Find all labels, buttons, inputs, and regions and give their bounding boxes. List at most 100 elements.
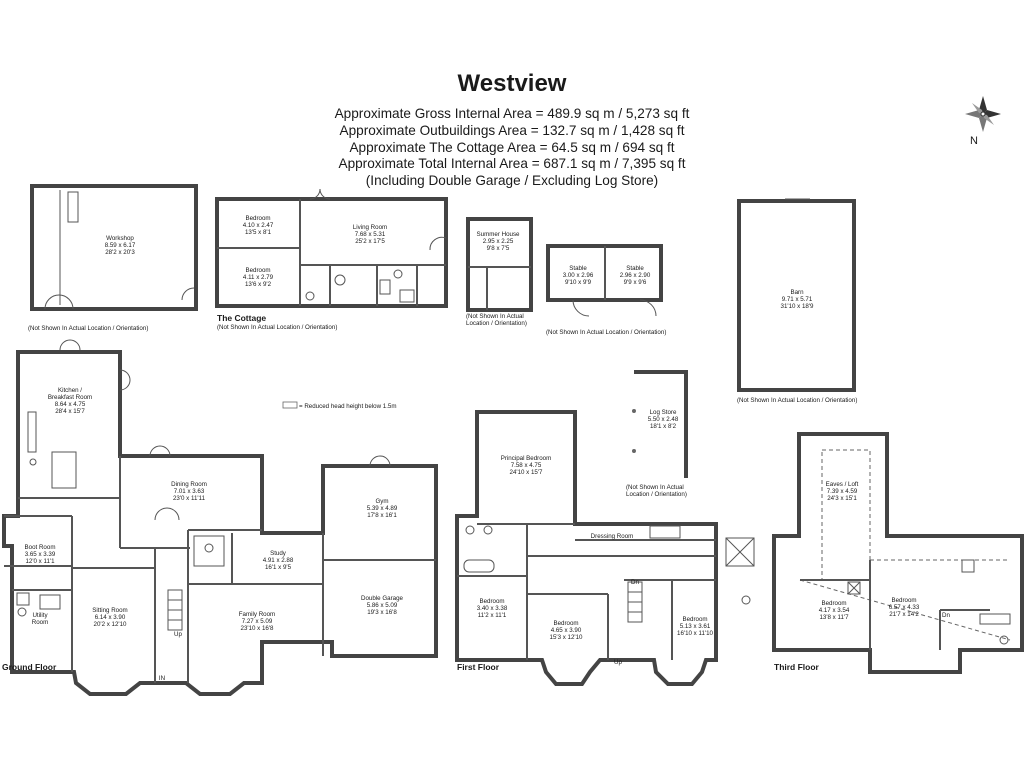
room-size-metric: 4.17 x 3.54: [819, 607, 850, 614]
room-name: Kitchen /: [58, 387, 82, 394]
room-size-imperial: 9'9 x 9'6: [624, 279, 647, 286]
page-title: Westview: [457, 70, 567, 97]
room-size-metric: 5.50 x 2.48: [648, 416, 679, 423]
room-size-imperial: 16'1 x 9'5: [265, 564, 292, 571]
room-name: Bedroom: [245, 215, 270, 222]
room-name: Principal Bedroom: [501, 455, 552, 462]
room-name: Bedroom: [891, 597, 916, 604]
area-line-cottage: Approximate The Cottage Area = 64.5 sq m…: [349, 139, 675, 155]
room-size-metric: 4.65 x 3.90: [551, 627, 582, 634]
room-size-imperial: 9'10 x 9'9: [565, 279, 592, 286]
compass-rose-icon: [965, 96, 1001, 132]
not-shown-note: (Not Shown In Actual: [466, 313, 524, 320]
room-name: Bedroom: [682, 616, 707, 623]
room-size-metric: 7.01 x 3.63: [174, 488, 205, 495]
entrance-label: IN: [159, 675, 165, 682]
room-size-imperial: 19'3 x 16'8: [367, 609, 397, 616]
first-floor-plan: Principal Bedroom 7.58 x 4.75 24'10 x 15…: [455, 410, 755, 686]
room-size-imperial: 24'10 x 15'7: [510, 469, 544, 476]
room-name: Stable: [569, 265, 587, 272]
reduced-head-height-legend-icon: [282, 401, 298, 409]
room-size-imperial: 21'7 x 14'2: [889, 611, 919, 618]
room-name: Workshop: [106, 235, 134, 242]
not-shown-note: (Not Shown In Actual Location / Orientat…: [546, 329, 666, 336]
room-size-metric: 6.14 x 3.90: [95, 614, 126, 621]
room-name: Dining Room: [171, 481, 207, 488]
room-name: Double Garage: [361, 595, 404, 602]
room-name: Bedroom: [553, 620, 578, 627]
room-size-metric: 6.57 x 4.33: [889, 604, 920, 611]
room-size-imperial: 18'1 x 8'2: [650, 423, 677, 430]
room-size-imperial: 13'6 x 9'2: [245, 281, 272, 288]
not-shown-note: (Not Shown In Actual Location / Orientat…: [217, 324, 337, 331]
room-size-metric: 3.65 x 3.39: [25, 551, 56, 558]
room-size-metric: 8.59 x 6.17: [105, 242, 136, 249]
room-size-imperial: 28'4 x 15'7: [55, 408, 85, 415]
room-size-imperial: 16'10 x 11'10: [677, 630, 714, 637]
workshop-plan: Workshop 8.59 x 6.17 28'2 x 20'3 (Not Sh…: [28, 184, 198, 332]
room-size-imperial: 11'2 x 11'1: [478, 612, 507, 619]
room-size-metric: 9.71 x 5.71: [782, 296, 813, 303]
room-size-imperial: 23'10 x 16'8: [241, 625, 275, 632]
room-size-imperial: 23'0 x 11'11: [173, 495, 206, 502]
ground-floor-plan: Kitchen / Breakfast Room 8.64 x 4.75 28'…: [2, 339, 438, 696]
cottage-plan: Bedroom 4.10 x 2.47 13'5 x 8'1 Bedroom 4…: [215, 188, 448, 331]
summer-house-plan: Summer House 2.95 x 2.25 9'8 x 7'5 (Not …: [466, 217, 533, 327]
room-size-imperial: 28'2 x 20'3: [105, 249, 135, 256]
room-name: Bedroom: [245, 267, 270, 274]
legend-note: = Reduced head height below 1.5m: [299, 403, 397, 410]
room-size-metric: 7.58 x 4.75: [511, 462, 542, 469]
room-name: Dressing Room: [591, 533, 634, 540]
room-size-imperial: 25'2 x 17'5: [355, 238, 385, 245]
room-size-metric: 7.27 x 5.09: [242, 618, 273, 625]
not-shown-note: Location / Orientation): [466, 320, 527, 327]
room-size-imperial: 20'2 x 12'10: [94, 621, 128, 628]
room-name: Sitting Room: [92, 607, 127, 614]
room-name: Study: [270, 550, 287, 557]
stair-up-label: Up: [614, 659, 622, 666]
room-size-imperial: 17'8 x 16'1: [367, 512, 397, 519]
room-size-imperial: 13'8 x 11'7: [819, 614, 849, 621]
room-name: Bedroom: [479, 598, 504, 605]
stair-down-label: Dn: [631, 579, 639, 586]
third-floor-plan: Eaves / Loft 7.39 x 4.59 24'3 x 15'1 Bed…: [772, 432, 1024, 674]
room-size-metric: 2.95 x 2.25: [483, 238, 514, 245]
stables-plan: Stable 3.00 x 2.96 9'10 x 9'9 Stable 2.9…: [546, 244, 666, 336]
area-line-gross: Approximate Gross Internal Area = 489.9 …: [334, 106, 690, 121]
not-shown-note: (Not Shown In Actual: [626, 484, 684, 491]
compass-north-label: N: [970, 135, 978, 147]
stair-down-label: Dn: [942, 612, 950, 619]
not-shown-note: (Not Shown In Actual Location / Orientat…: [28, 325, 148, 332]
room-name: Bedroom: [821, 600, 846, 607]
room-size-metric: 7.68 x 5.31: [355, 231, 386, 238]
room-size-imperial: 24'3 x 15'1: [827, 495, 857, 502]
area-line-total: Approximate Total Internal Area = 687.1 …: [338, 156, 686, 172]
not-shown-note: (Not Shown In Actual Location / Orientat…: [737, 397, 857, 404]
room-name: Gym: [375, 498, 388, 505]
room-name: Summer House: [477, 231, 521, 238]
not-shown-note: Location / Orientation): [626, 491, 687, 498]
room-size-metric: 8.64 x 4.75: [55, 401, 86, 408]
room-size-imperial: 15'3 x 12'10: [550, 634, 584, 641]
floor-label-ground: Ground Floor: [2, 662, 57, 672]
room-size-metric: 4.91 x 2.88: [263, 557, 294, 564]
area-line-outbuildings: Approximate Outbuildings Area = 132.7 sq…: [339, 122, 685, 138]
floor-label-third: Third Floor: [774, 662, 820, 672]
room-size-imperial: 9'8 x 7'5: [487, 245, 510, 252]
room-size-imperial: 13'5 x 8'1: [245, 229, 272, 236]
cottage-label: The Cottage: [217, 313, 266, 323]
room-size-metric: 7.39 x 4.59: [827, 488, 858, 495]
room-name: Boot Room: [25, 544, 56, 551]
room-size-metric: 3.00 x 2.96: [563, 272, 594, 279]
room-name: Barn: [790, 289, 804, 296]
room-name: Log Store: [650, 409, 677, 416]
stair-up-label: Up: [174, 631, 182, 638]
room-name-line2: Breakfast Room: [48, 394, 92, 401]
room-size-metric: 3.40 x 3.38: [477, 605, 508, 612]
area-summary: Approximate Gross Internal Area = 489.9 …: [0, 106, 1024, 190]
room-size-metric: 4.11 x 2.79: [243, 274, 274, 281]
barn-plan: Barn 9.71 x 5.71 31'10 x 18'9 (Not Shown…: [737, 198, 857, 404]
room-name: Utility: [32, 612, 48, 619]
log-store-plan: Log Store 5.50 x 2.48 18'1 x 8'2 (Not Sh…: [626, 370, 688, 498]
